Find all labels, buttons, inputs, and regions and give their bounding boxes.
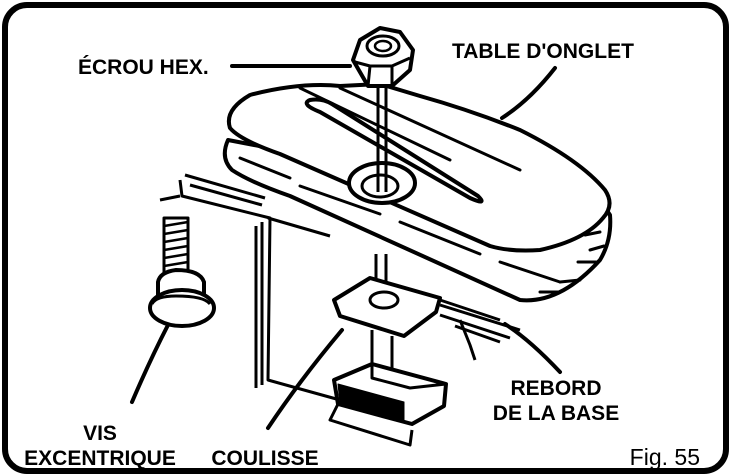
label-hex-nut: ÉCROU HEX.: [78, 56, 209, 79]
hex-nut: [351, 26, 415, 88]
leader-eccentric-screw: [130, 323, 170, 404]
base-casting: [159, 179, 501, 447]
figure-caption: Fig. 55: [630, 444, 700, 470]
label-slide: COULISSE: [211, 447, 318, 470]
leader-base-lip: [503, 322, 562, 374]
leader-miter-table: [500, 66, 557, 120]
miter-table: [222, 82, 613, 303]
leader-slide: [266, 328, 344, 430]
label-miter-table: TABLE D'ONGLET: [452, 40, 634, 63]
label-eccentric-screw-line2: EXCENTRIQUE: [24, 447, 176, 470]
label-base-lip-line1: REBORD: [510, 377, 601, 400]
eccentric-screw: [148, 216, 216, 328]
label-base-lip-line2: DE LA BASE: [493, 402, 619, 425]
slide-block: [332, 276, 448, 426]
leader-lines: [130, 64, 562, 430]
label-eccentric-screw-line1: VIS: [83, 422, 117, 445]
